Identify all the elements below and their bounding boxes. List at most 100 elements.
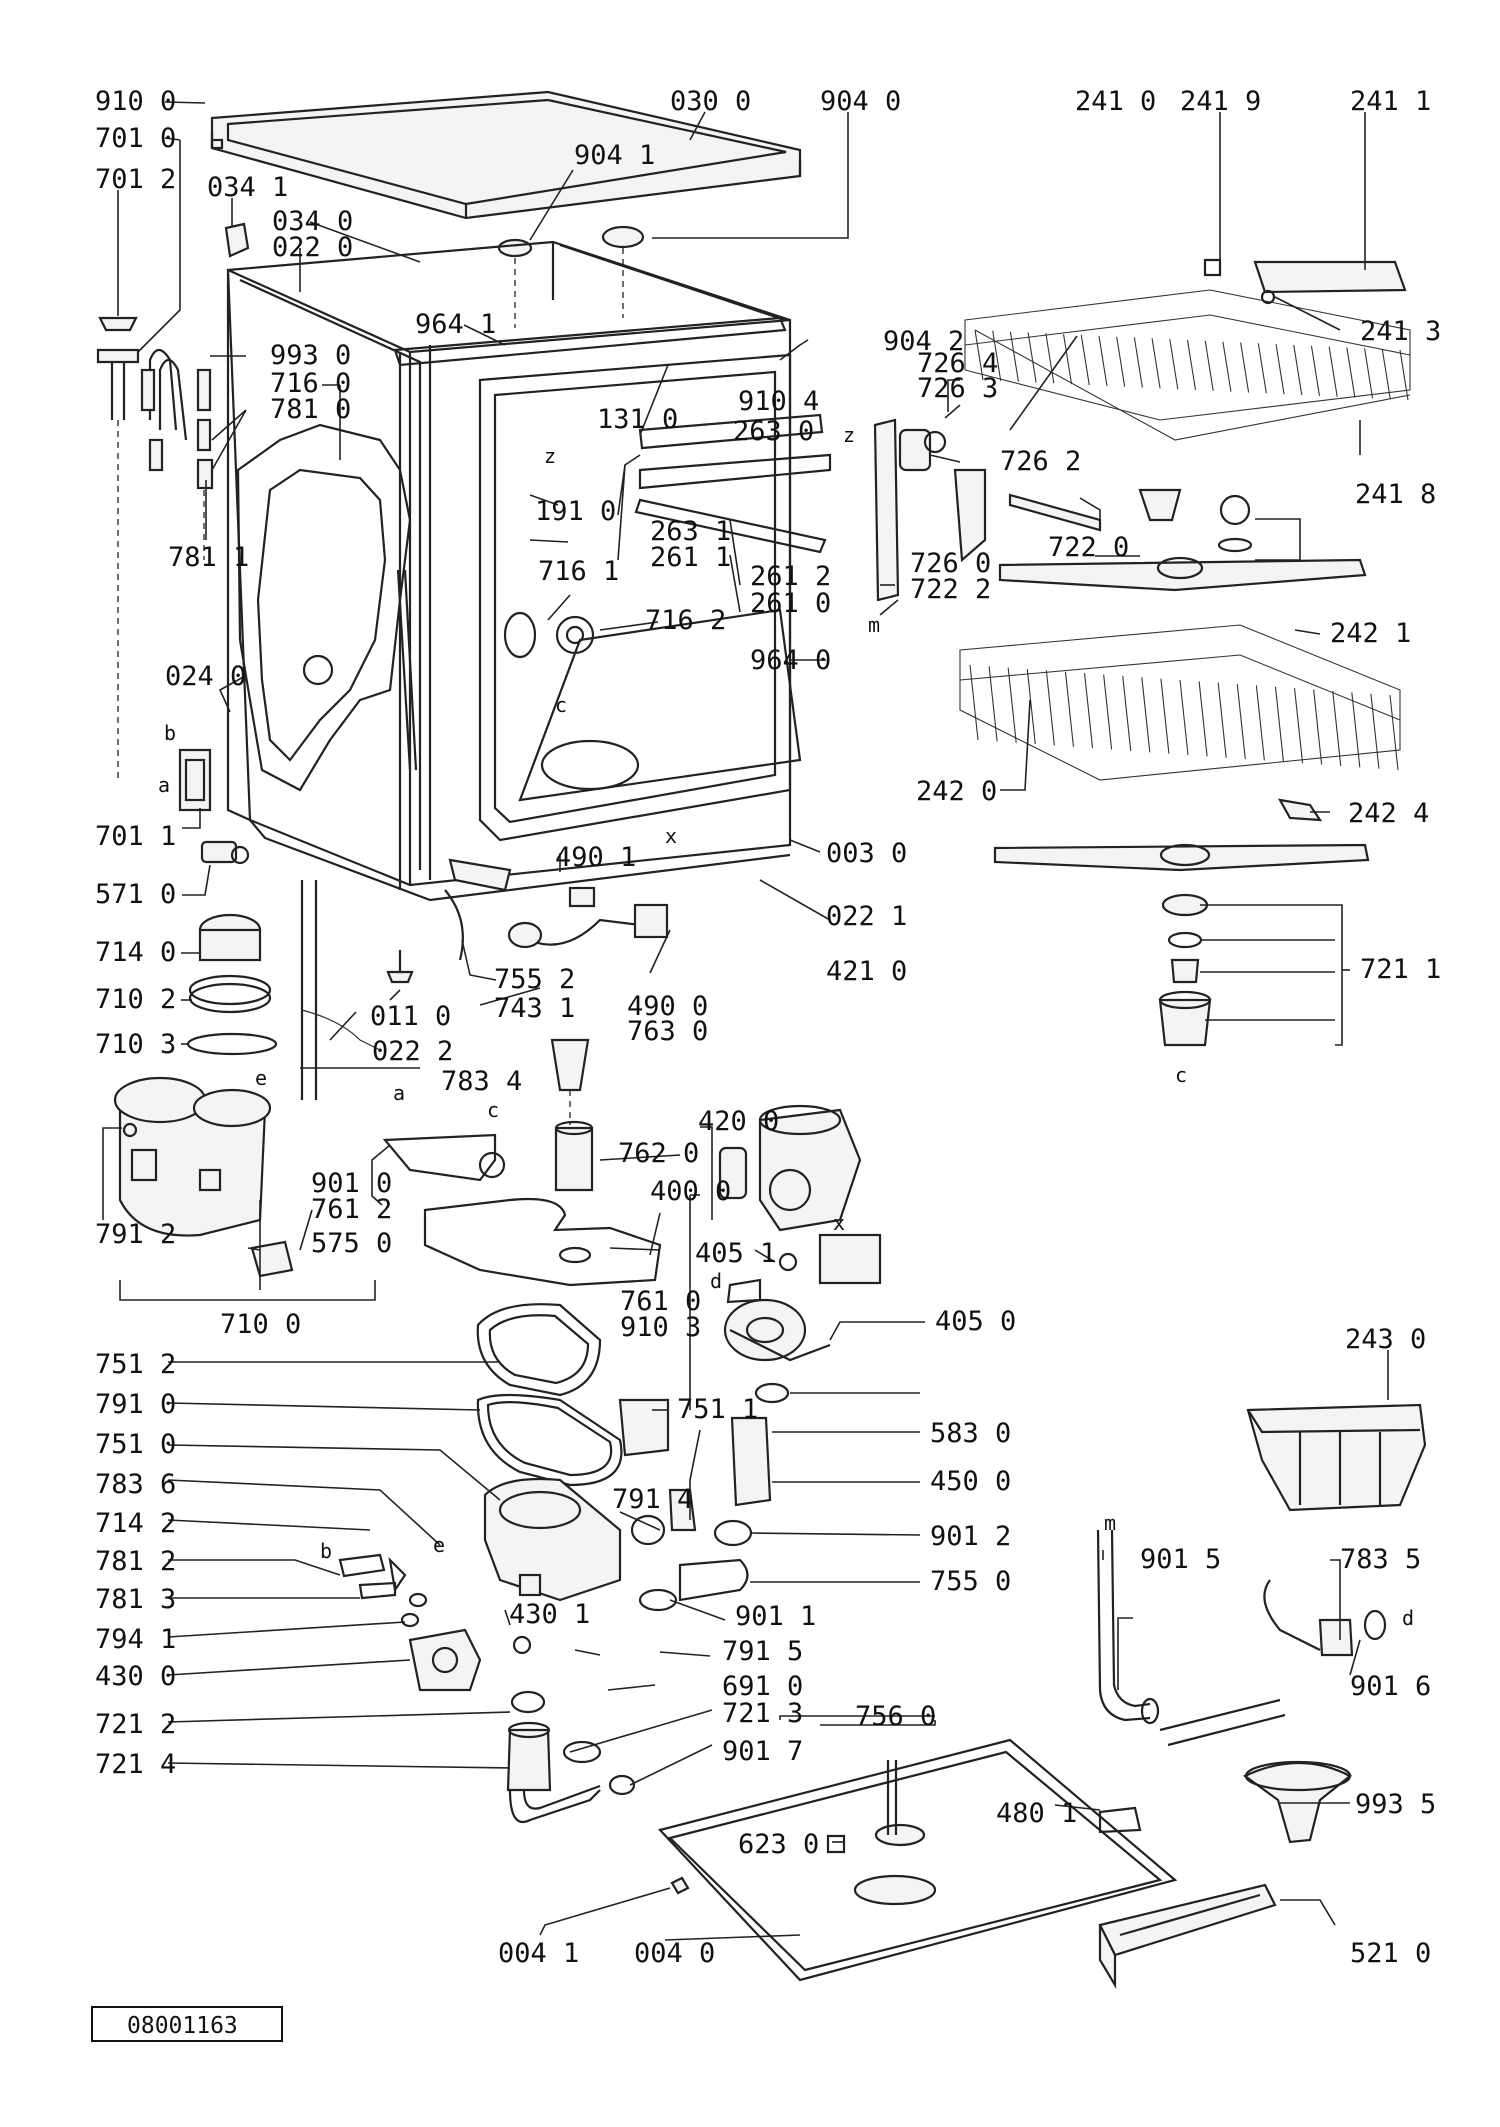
part-label: 726 2 <box>1000 446 1081 477</box>
part-label: 011 0 <box>370 1001 451 1032</box>
part-label: 783 4 <box>441 1066 522 1097</box>
cutlery-basket-drawing <box>1246 1403 1427 1512</box>
letter-mark: z <box>843 423 855 447</box>
part-label: 241 1 <box>1350 86 1431 117</box>
part-label: 901 7 <box>722 1736 803 1767</box>
cap-drawing <box>497 225 645 328</box>
letter-mark: z <box>544 444 556 468</box>
part-label: 716 2 <box>645 605 726 636</box>
sump-drawing <box>483 1477 622 1602</box>
part-label: 034 1 <box>207 172 288 203</box>
part-label: 243 0 <box>1345 1324 1426 1355</box>
part-label: 783 6 <box>95 1469 176 1500</box>
letter-mark: a <box>393 1081 405 1105</box>
part-label: 131 0 <box>597 404 678 435</box>
part-label: 003 0 <box>826 838 907 869</box>
letter-mark: d <box>1402 1606 1414 1630</box>
part-label: 722 0 <box>1048 532 1129 563</box>
part-label: 263 0 <box>733 416 814 447</box>
letter-mark: x <box>665 824 677 848</box>
part-label: 714 2 <box>95 1508 176 1539</box>
letter-mark: c <box>1175 1063 1187 1087</box>
part-label: 964 0 <box>750 645 831 676</box>
part-label: 623 0 <box>738 1829 819 1860</box>
part-label: 910 0 <box>95 86 176 117</box>
part-label: 701 1 <box>95 821 176 852</box>
part-label: 242 0 <box>916 776 997 807</box>
part-label: 781 1 <box>168 542 249 573</box>
part-label: 761 2 <box>311 1194 392 1225</box>
part-label: 022 1 <box>826 901 907 932</box>
part-label: 421 0 <box>826 956 907 987</box>
power-cable-drawing <box>507 886 669 949</box>
connector-drawing <box>200 840 250 865</box>
part-label: 993 0 <box>270 340 351 371</box>
clip-drawing <box>178 748 212 812</box>
part-label: 721 2 <box>95 1709 176 1740</box>
part-label: 191 0 <box>535 496 616 527</box>
part-label: 726 4 <box>917 348 998 379</box>
part-label: 763 0 <box>627 1016 708 1047</box>
part-label: 710 3 <box>95 1029 176 1060</box>
part-label: 241 9 <box>1180 86 1261 117</box>
drain-pipes-drawing <box>506 1690 636 1823</box>
part-label: 791 4 <box>612 1484 693 1515</box>
part-label: 726 3 <box>917 373 998 404</box>
drawing-number: 08001163 <box>127 2013 238 2039</box>
part-label: 400 0 <box>650 1176 731 1207</box>
part-label: 783 5 <box>1340 1544 1421 1575</box>
part-label: 716 1 <box>538 556 619 587</box>
worktop-cover-drawing <box>210 90 802 220</box>
bracket-drawing <box>224 222 250 258</box>
part-label: 701 2 <box>95 164 176 195</box>
side-panel-drawing <box>236 423 418 792</box>
part-label: 910 4 <box>738 386 819 417</box>
part-label: 261 0 <box>750 588 831 619</box>
letter-mark: e <box>255 1066 267 1090</box>
letter-mark: a <box>158 773 170 797</box>
letter-mark: b <box>320 1539 332 1563</box>
lower-spray-arm-drawing <box>993 843 1370 1047</box>
part-label: 405 0 <box>935 1306 1016 1337</box>
part-label: 575 0 <box>311 1228 392 1259</box>
part-label: 430 0 <box>95 1661 176 1692</box>
group-label-drain-bracket: 756 0 <box>855 1701 936 1732</box>
letter-mark: d <box>710 1269 722 1293</box>
part-label: 755 2 <box>494 964 575 995</box>
part-label: 964 1 <box>415 309 496 340</box>
part-label: 762 0 <box>618 1138 699 1169</box>
hose-assembly-drawing <box>140 348 214 560</box>
drawing-number-frame <box>91 2006 283 2042</box>
funnel-drawing <box>1242 1760 1353 1844</box>
sump-gasket-drawing <box>423 1197 662 1287</box>
part-label: 993 5 <box>1355 1789 1436 1820</box>
part-label: 490 0 <box>627 991 708 1022</box>
screw-drawing <box>386 950 414 984</box>
part-label: 781 0 <box>270 394 351 425</box>
part-label: 743 1 <box>494 993 575 1024</box>
door-hinge-drawing <box>873 418 987 602</box>
part-label: 751 2 <box>95 1349 176 1380</box>
part-label: 701 0 <box>95 123 176 154</box>
group-label-filter: 710 0 <box>220 1309 301 1340</box>
part-label: 904 2 <box>883 326 964 357</box>
part-label: 761 0 <box>620 1286 701 1317</box>
part-label: 430 1 <box>509 1599 590 1630</box>
part-label: 583 0 <box>930 1418 1011 1449</box>
part-label: 691 0 <box>722 1671 803 1702</box>
upper-spray-arm-drawing <box>998 488 1367 592</box>
letter-mark: c <box>487 1098 499 1122</box>
gaskets-drawing <box>476 1303 623 1487</box>
part-label: 751 0 <box>95 1429 176 1460</box>
part-label: 714 0 <box>95 937 176 968</box>
leader-lines <box>102 101 1389 1941</box>
part-label: 242 4 <box>1348 798 1429 829</box>
valve-drawing <box>338 1553 532 1692</box>
part-label: 716 0 <box>270 368 351 399</box>
lower-basket-drawing <box>959 624 1401 822</box>
part-label: 781 2 <box>95 1546 176 1577</box>
part-label: 901 6 <box>1350 1671 1431 1702</box>
part-label: 241 8 <box>1355 479 1436 510</box>
part-label: 751 1 <box>677 1394 758 1425</box>
